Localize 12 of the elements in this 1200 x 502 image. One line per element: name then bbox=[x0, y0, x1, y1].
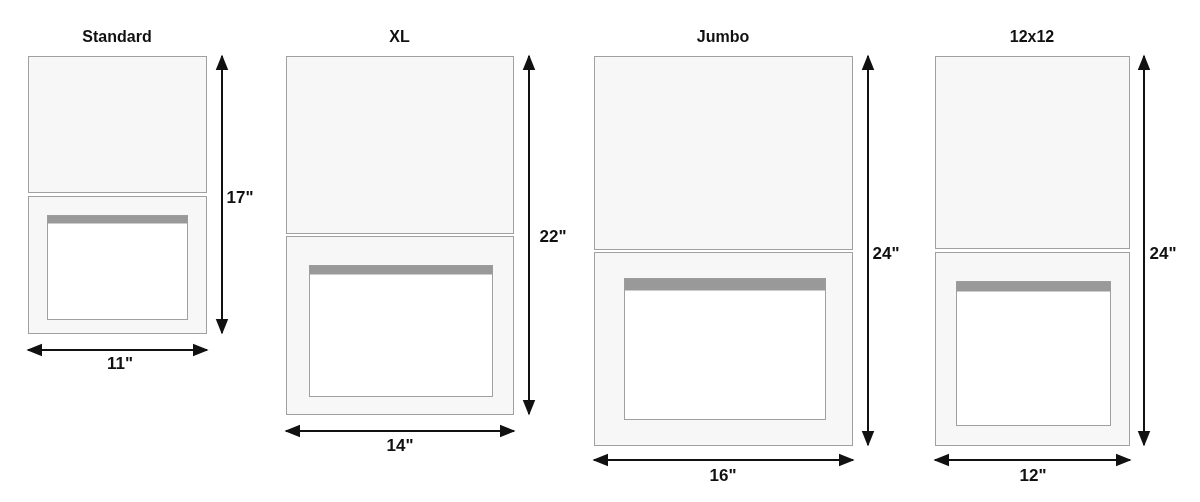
dimension-label: 24" bbox=[1149, 244, 1177, 264]
dimension-label: 16" bbox=[709, 466, 737, 486]
dimension-label: 17" bbox=[226, 188, 254, 208]
dimension-label: 14" bbox=[386, 436, 414, 456]
size-title: Jumbo bbox=[696, 28, 750, 46]
size-title: XL bbox=[389, 28, 410, 46]
size-title: 12x12 bbox=[1009, 28, 1055, 46]
dimension-label: 12" bbox=[1019, 466, 1047, 486]
dimension-label: 11" bbox=[107, 354, 133, 374]
dimension-label: 24" bbox=[872, 244, 900, 264]
dimension-label: 22" bbox=[539, 227, 567, 247]
size-title: Standard bbox=[82, 28, 152, 46]
